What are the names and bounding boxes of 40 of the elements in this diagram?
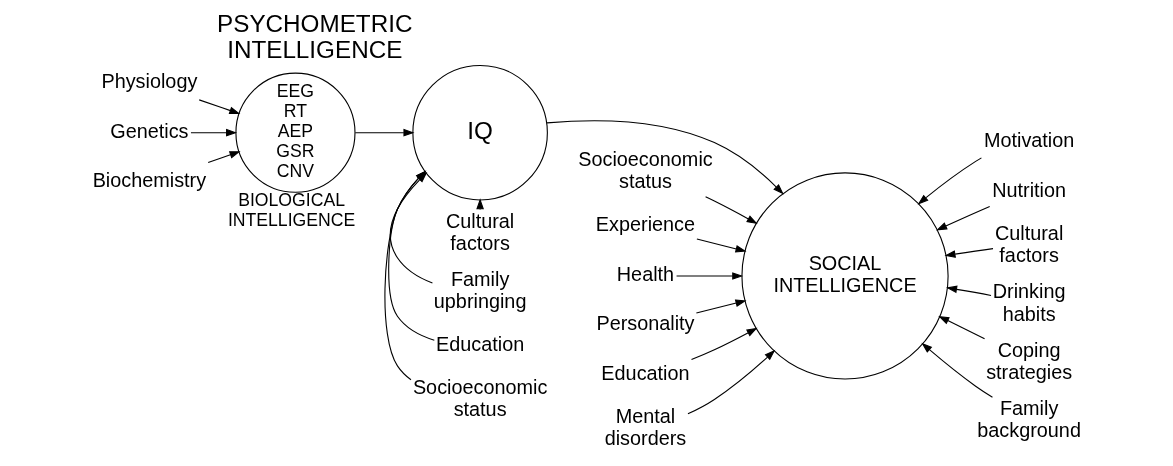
arrow: [695, 299, 747, 314]
node-text: Education: [436, 333, 525, 356]
node-text: Mental disorders: [604, 405, 687, 450]
arrow: [705, 196, 758, 225]
arrow: [917, 157, 982, 205]
node-text: Family upbringing: [433, 268, 527, 313]
node-text: Socioeconomic status: [578, 148, 713, 193]
node-text: Nutrition: [992, 179, 1067, 202]
node-text: Personality: [596, 312, 695, 335]
arrow: [198, 99, 241, 115]
node-text: Biochemistry: [92, 169, 207, 192]
arrow: [676, 272, 744, 280]
arrow: [354, 128, 415, 137]
node-text: Cultural factors: [994, 222, 1064, 267]
node-label: BIOLOGICAL INTELLIGENCE: [227, 190, 356, 231]
node-text: Socioeconomic status: [412, 376, 548, 421]
node-text: Cultural factors: [445, 209, 515, 254]
arrow: [207, 151, 241, 163]
arrow: [936, 205, 991, 231]
node-text: Family background: [977, 397, 1081, 442]
node-text: Coping strategies: [986, 338, 1073, 383]
arrow: [190, 128, 238, 137]
node-text: Education: [601, 362, 690, 385]
arrow: [476, 198, 484, 211]
node-text: Health: [616, 262, 675, 285]
node-text: Drinking habits: [992, 280, 1066, 325]
node-text: Motivation: [983, 129, 1075, 152]
arrow: [946, 285, 992, 296]
arrow: [696, 238, 747, 253]
node-circle: EEG RT AEP GSR CNV: [235, 72, 356, 193]
arrow: [546, 120, 784, 195]
node-text: Genetics: [110, 119, 189, 142]
arrow: [921, 342, 993, 398]
arrow: [687, 349, 776, 415]
arrow: [944, 248, 994, 258]
node-text: Experience: [595, 213, 696, 236]
node-text: Physiology: [101, 69, 198, 92]
node-label: PSYCHOMETRIC INTELLIGENCE: [217, 9, 413, 64]
arrow: [690, 327, 758, 361]
arrow: [938, 315, 986, 340]
